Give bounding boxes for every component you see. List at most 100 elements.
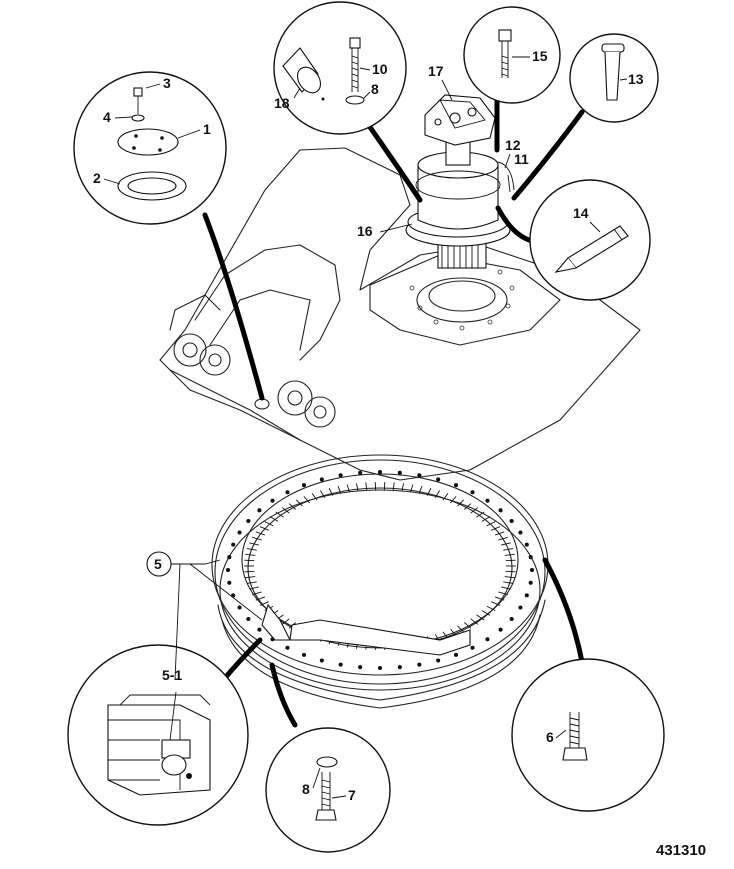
ring-bolt-hole — [453, 652, 459, 657]
part-labels: 3 4 1 2 10 8 18 17 15 13 12 11 14 16 5 5… — [93, 48, 644, 803]
ring-bolt-hole — [319, 477, 324, 482]
gear-tooth — [255, 596, 266, 601]
label-5: 5 — [154, 556, 162, 572]
ring-bolt-hole — [528, 580, 533, 585]
ring-bolt-hole — [257, 508, 262, 513]
label-12: 12 — [505, 137, 521, 153]
gear-tooth — [503, 581, 514, 584]
ring-bolt-hole — [301, 652, 307, 657]
ring-bolt-hole — [397, 665, 402, 670]
label-8-top: 8 — [371, 81, 379, 97]
label-3: 3 — [163, 75, 171, 91]
gear-tooth — [426, 487, 432, 496]
ring-bolt-hole — [257, 627, 262, 632]
gear-tooth — [476, 511, 485, 518]
callout-ring-detail — [67, 644, 249, 826]
gear-tooth — [252, 591, 262, 596]
gear-tooth — [464, 622, 472, 629]
gear-tooth — [303, 496, 310, 504]
gear-tooth — [434, 490, 441, 498]
ring-bolt-hole — [231, 542, 236, 547]
label-15: 15 — [532, 48, 548, 64]
gear-tooth — [275, 511, 284, 518]
label-5-1: 5-1 — [162, 667, 182, 683]
ring-bolt-hole — [246, 616, 251, 622]
gear-tooth — [249, 586, 259, 590]
ring-bolt-hole — [301, 483, 307, 488]
ring-bolt-hole — [270, 498, 275, 503]
label-4: 4 — [103, 109, 111, 125]
callout-cover-plate — [73, 71, 227, 225]
label-13: 13 — [628, 71, 644, 87]
upper-frame-outline — [159, 147, 641, 481]
ring-bolt-hole — [246, 518, 251, 524]
callout-sealant-tube — [529, 179, 651, 301]
gear-tooth — [491, 526, 501, 531]
ring-bolt-hole — [528, 555, 533, 560]
ring-bolt-hole — [338, 473, 343, 478]
gear-tooth — [244, 559, 255, 562]
gear-tooth — [252, 536, 262, 541]
ring-bolt-hole — [338, 662, 343, 667]
gear-tooth — [481, 610, 491, 616]
gear-tooth — [259, 601, 269, 606]
gear-tooth — [486, 605, 496, 611]
ring-bolt-hole — [509, 518, 514, 524]
gear-tooth — [494, 596, 505, 601]
slew-ring-bearing — [211, 454, 549, 709]
ring-bolt-hole — [436, 477, 441, 482]
gear-tooth — [442, 492, 449, 501]
gear-tooth — [450, 496, 457, 504]
gear-tooth — [501, 586, 511, 590]
label-8-bottom: 8 — [302, 781, 310, 797]
gear-tooth — [503, 548, 514, 551]
ring-bolt-hole — [285, 645, 290, 650]
gear-tooth — [504, 553, 515, 556]
gear-tooth — [246, 581, 257, 584]
gear-tooth — [464, 503, 472, 510]
gear-tooth — [410, 484, 414, 493]
label-18: 18 — [274, 95, 290, 111]
ring-bolt-hole — [498, 508, 503, 513]
gear-tooth — [269, 516, 279, 522]
ring-bolt-hole — [529, 567, 535, 573]
ring-bolt-hole — [470, 645, 475, 650]
gear-tooth — [491, 601, 501, 606]
ring-bolt-hole — [319, 658, 324, 663]
gear-tooth — [259, 526, 269, 531]
gear-tooth — [505, 559, 516, 562]
label-14: 14 — [573, 205, 589, 221]
callout-bolt-washer — [273, 1, 407, 135]
gear-tooth — [486, 521, 496, 527]
ring-bolt-hole — [417, 473, 422, 478]
ring-bolt-hole — [509, 616, 514, 622]
ring-bolt-hole — [485, 498, 490, 503]
callout-ring-bolt — [265, 727, 391, 853]
ring-bolt-hole — [377, 469, 383, 475]
gear-tooth — [355, 483, 359, 492]
ring-bolt-hole — [231, 593, 236, 598]
ring-bolt-hole — [518, 530, 523, 535]
drawing-number: 431310 — [656, 842, 707, 859]
gear-tooth — [346, 484, 350, 493]
gear-tooth — [498, 591, 508, 596]
gear-tooth — [470, 618, 479, 625]
callout-gearbox-bolt — [463, 6, 561, 104]
ring-bolt-hole — [227, 555, 232, 560]
gear-tooth — [319, 490, 326, 498]
label-1: 1 — [203, 121, 211, 137]
gear-tooth — [504, 576, 515, 579]
ring-bolt-hole — [377, 665, 383, 671]
ring-bolt-hole — [518, 605, 523, 610]
gear-tooth — [245, 553, 256, 556]
gear-tooth — [505, 570, 516, 573]
gear-tooth — [481, 516, 491, 522]
ring-bolt-hole — [225, 567, 231, 573]
gear-tooth — [392, 482, 395, 491]
gear-tooth — [295, 499, 303, 507]
mounting-plate-holes — [409, 269, 515, 331]
label-10: 10 — [372, 61, 388, 77]
ring-bolt-hole — [485, 637, 490, 642]
label-6: 6 — [546, 729, 554, 745]
callout-leaders — [202, 80, 585, 728]
